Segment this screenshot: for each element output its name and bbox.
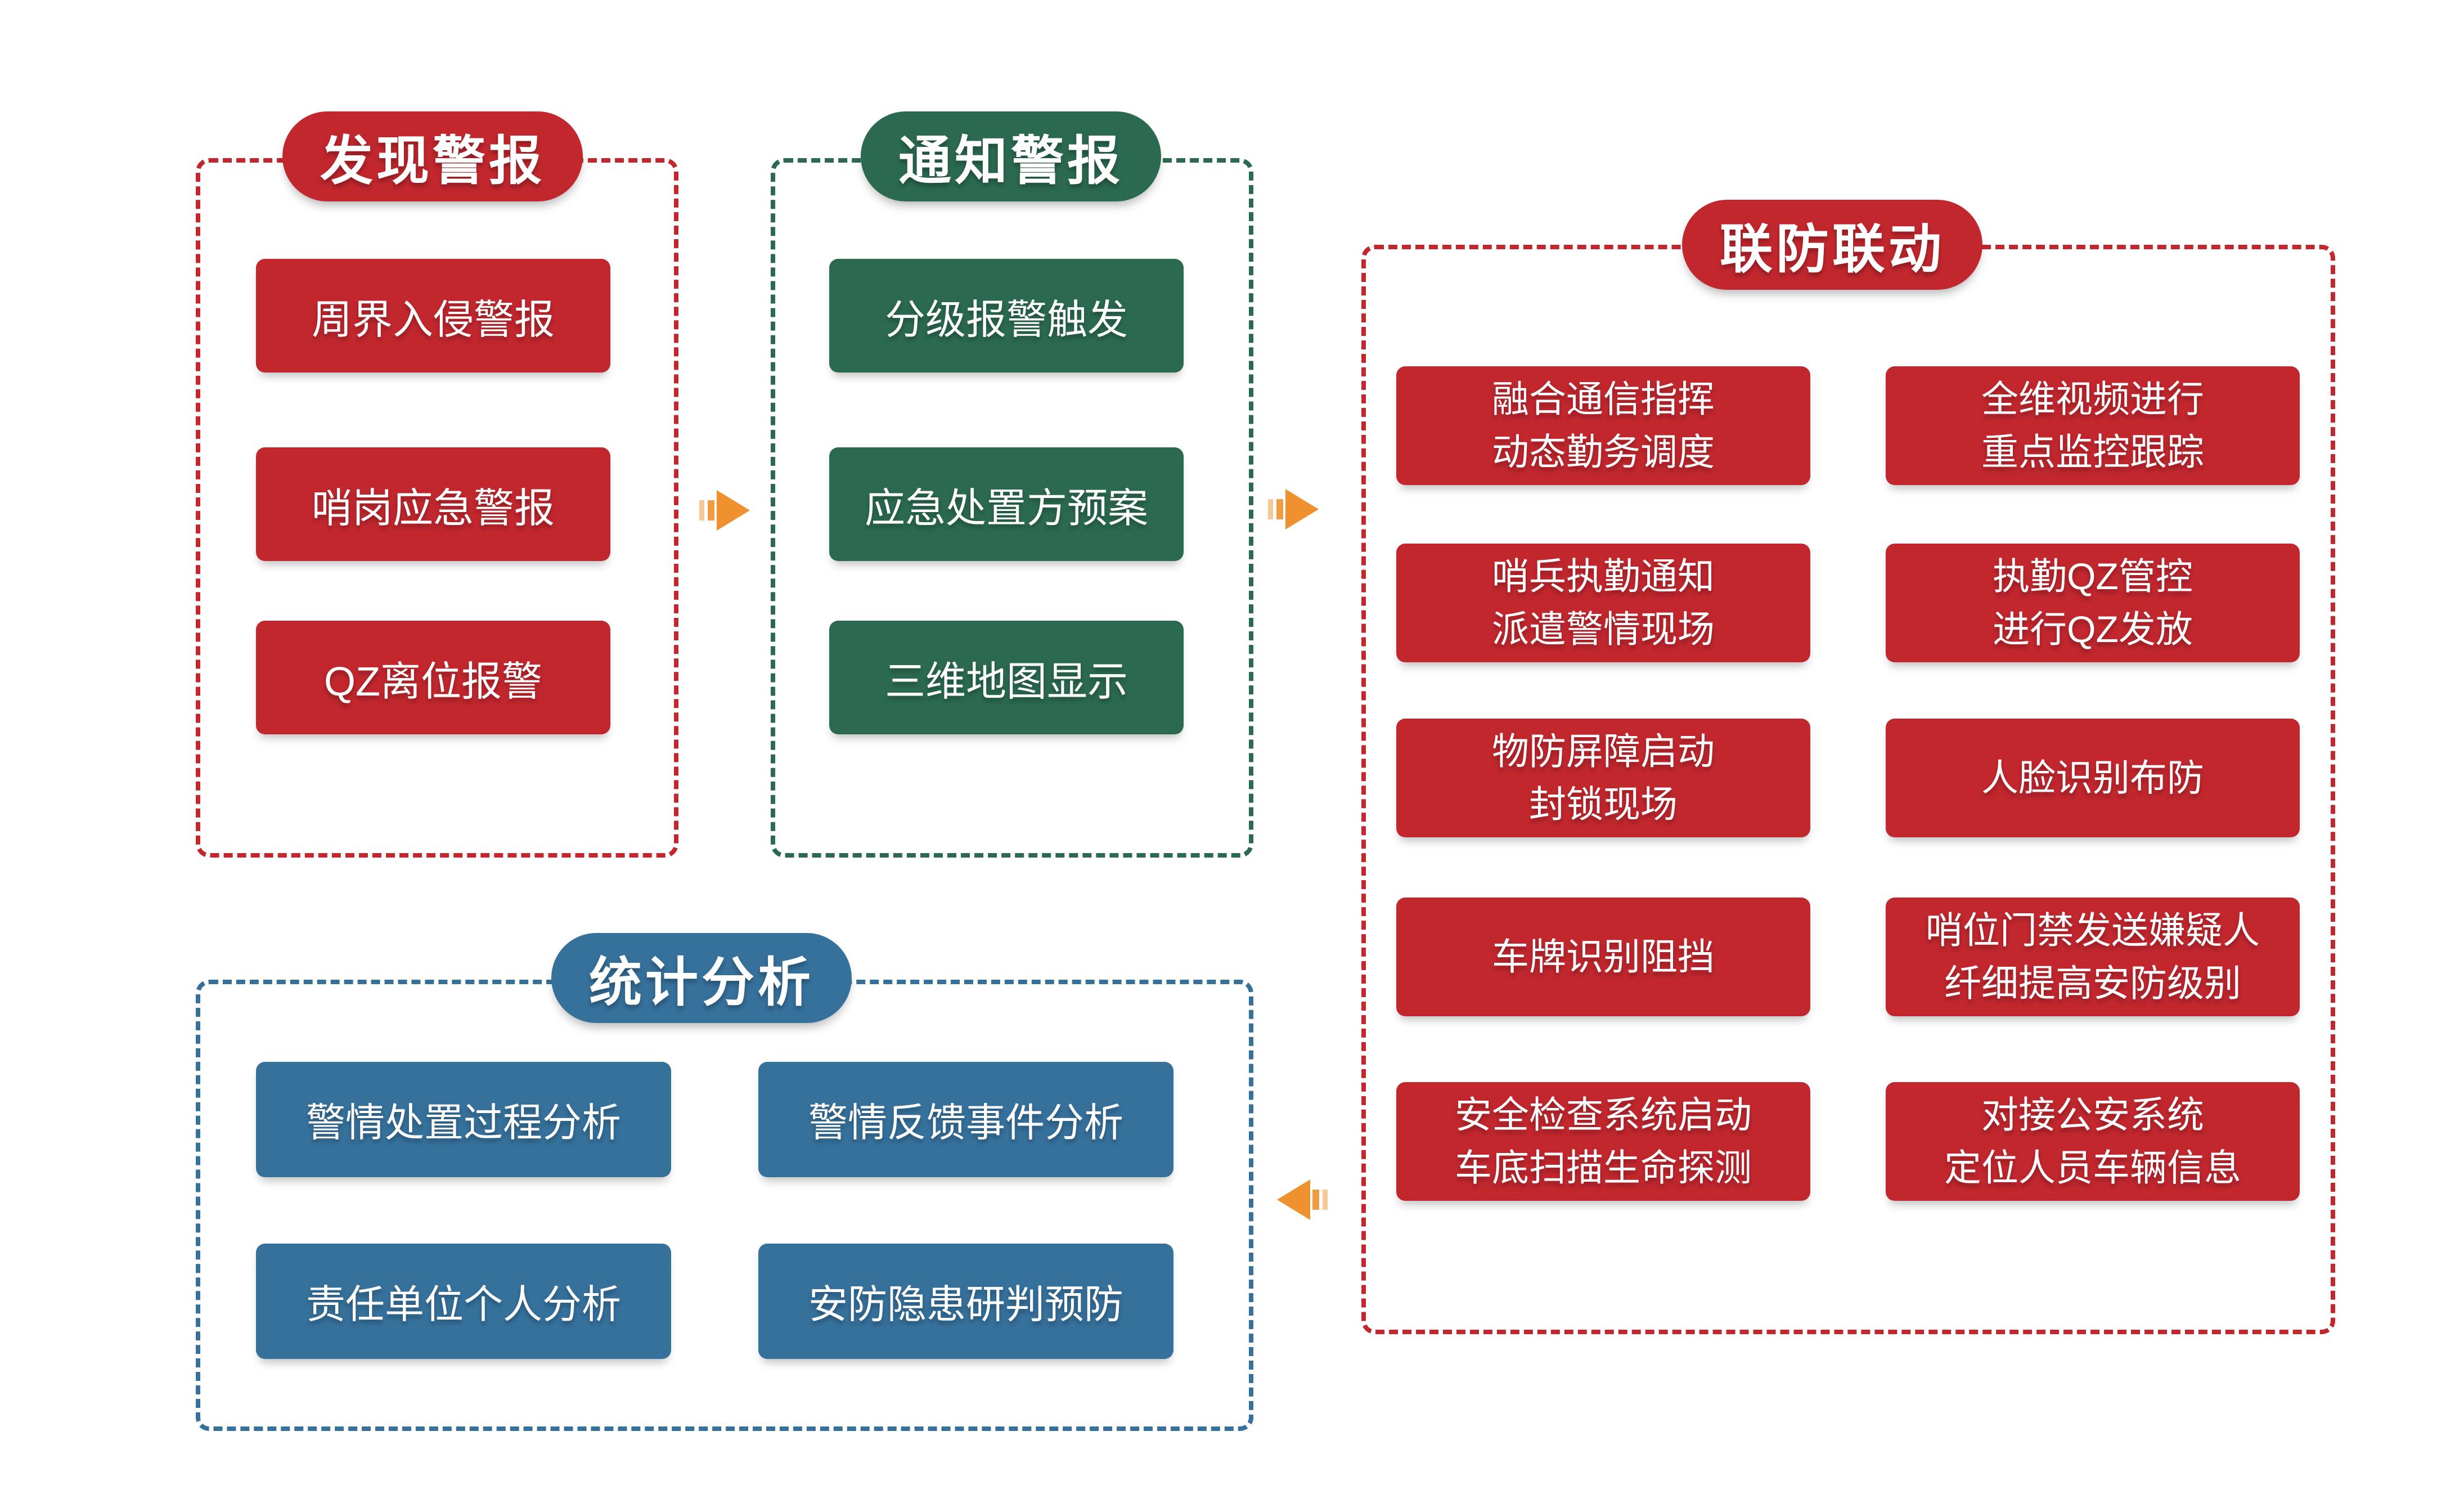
section-title-joint-defense: 联防联动 bbox=[1682, 200, 1982, 290]
flow-box-police-system-locating: 对接公安系统 定位人员车辆信息 bbox=[1886, 1082, 2300, 1201]
flow-box-full-video-tracking: 全维视频进行 重点监控跟踪 bbox=[1886, 366, 2300, 485]
flow-arrow-right-icon bbox=[1268, 487, 1320, 531]
flow-box-sentry-duty-notice: 哨兵执勤通知 派遣警情现场 bbox=[1396, 544, 1810, 662]
flow-box-qz-offsite-alarm: QZ离位报警 bbox=[256, 621, 610, 734]
flow-box-perimeter-intrusion-alarm: 周界入侵警报 bbox=[256, 259, 610, 373]
flow-box-physical-barrier-lockdown: 物防屏障启动 封锁现场 bbox=[1396, 719, 1810, 837]
flow-box-face-recognition-deploy: 人脸识别布防 bbox=[1886, 719, 2300, 837]
section-title-statistics: 统计分析 bbox=[551, 933, 852, 1023]
flow-box-security-check-life-detect: 安全检查系统启动 车底扫描生命探测 bbox=[1396, 1082, 1810, 1201]
section-title-notify-alarm: 通知警报 bbox=[861, 111, 1161, 201]
flow-box-duty-qz-control: 执勤QZ管控 进行QZ发放 bbox=[1886, 544, 2300, 662]
flow-box-3d-map-display: 三维地图显示 bbox=[829, 621, 1184, 734]
section-statistics-border bbox=[196, 980, 1253, 1431]
flow-box-plate-recognition-block: 车牌识别阻挡 bbox=[1396, 898, 1810, 1016]
flow-box-alarm-handling-process-analysis: 警情处置过程分析 bbox=[256, 1062, 671, 1177]
flow-box-alarm-feedback-event-analysis: 警情反馈事件分析 bbox=[758, 1062, 1173, 1177]
flow-box-emergency-response-plan: 应急处置方预案 bbox=[829, 447, 1184, 561]
section-title-discover-alarm: 发现警报 bbox=[282, 111, 583, 201]
flow-arrow-right-icon bbox=[699, 488, 751, 532]
flow-box-fused-comms-dispatch: 融合通信指挥 动态勤务调度 bbox=[1396, 366, 1810, 485]
flow-box-sentry-access-suspect-alert: 哨位门禁发送嫌疑人 纤细提高安防级别 bbox=[1886, 898, 2300, 1016]
flow-arrow-left-icon bbox=[1276, 1178, 1328, 1222]
flow-box-responsible-unit-person-analysis: 责任单位个人分析 bbox=[256, 1244, 671, 1359]
flow-box-security-hazard-prediction: 安防隐患研判预防 bbox=[758, 1244, 1173, 1359]
flow-box-sentry-emergency-alarm: 哨岗应急警报 bbox=[256, 447, 610, 561]
flow-box-graded-alarm-trigger: 分级报警触发 bbox=[829, 259, 1184, 373]
